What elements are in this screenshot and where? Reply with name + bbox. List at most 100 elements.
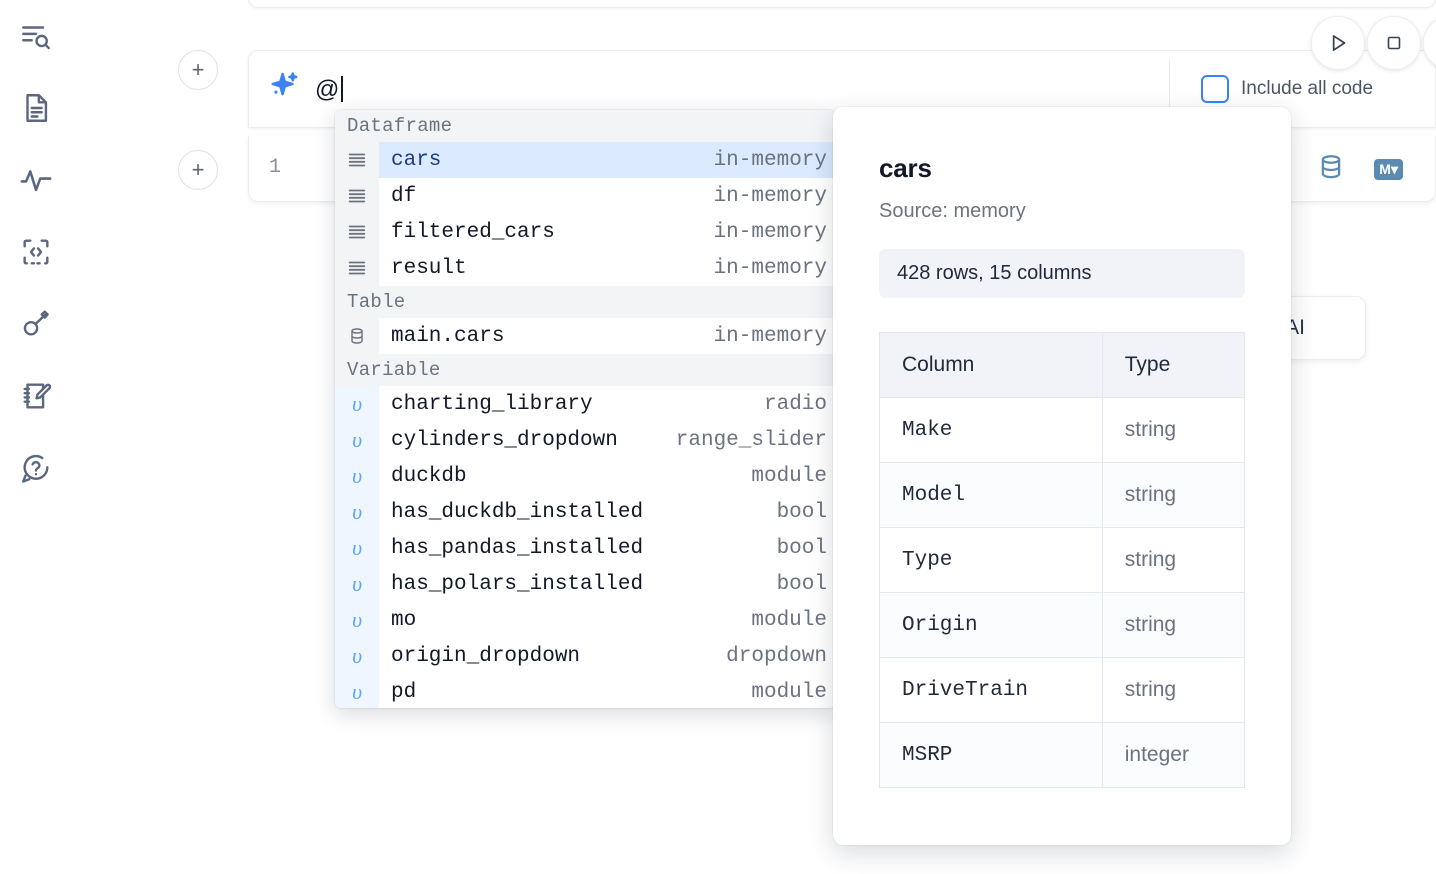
include-all-code-label: Include all code [1241,78,1374,99]
variable-icon: υ [335,566,379,602]
autocomplete-item-name: pd [391,680,417,704]
column-name-cell: Model [879,462,1103,528]
variable-icon: υ [335,602,379,638]
column-type-cell: string [1101,657,1246,723]
column-type-cell: string [1101,527,1246,593]
dataframe-rows-icon [335,142,379,178]
scratchpad-edit-icon[interactable] [14,374,58,418]
autocomplete-item-meta: in-memory [713,220,827,244]
autocomplete-item[interactable]: cars in-memory [335,142,835,178]
autocomplete-item[interactable]: υ has_pandas_installed bool [335,530,835,566]
autocomplete-item[interactable]: υ charting_library radio [335,386,835,422]
column-name-cell: Origin [879,592,1103,658]
autocomplete-item-name: cars [391,148,442,172]
autocomplete-item-name: duckdb [391,464,467,488]
autocomplete-group-header: Dataframe [335,110,835,142]
autocomplete-item-meta: dropdown [726,644,827,668]
ai-prompt-input[interactable]: @ [315,51,1435,129]
markdown-icon[interactable]: M▾ [1374,159,1403,180]
autocomplete-item-meta: in-memory [713,184,827,208]
autocomplete-item-name: charting_library [391,392,593,416]
autocomplete-group-header: Table [335,286,835,318]
autocomplete-item-name: mo [391,608,417,632]
column-type-cell: string [1101,397,1246,463]
variable-icon: υ [335,458,379,494]
explore-search-icon[interactable] [14,14,58,58]
autocomplete-item-meta: module [751,608,827,632]
autocomplete-item-name: df [391,184,417,208]
line-number: 1 [269,156,282,179]
code-snippet-icon[interactable] [14,230,58,274]
column-type-cell: string [1101,592,1246,658]
stop-square-icon [1387,36,1401,50]
card-title: cars [879,153,932,183]
autocomplete-item-name: cylinders_dropdown [391,428,618,452]
autocomplete-item-name: has_pandas_installed [391,536,644,560]
variable-icon: υ [335,494,379,530]
autocomplete-item-meta: range_slider [675,428,827,452]
column-type-cell: integer [1101,722,1246,788]
card-source: Source: memory [879,200,1026,222]
column-name-cell: Type [879,527,1103,593]
run-button[interactable] [1311,16,1365,70]
activity-pulse-icon[interactable] [14,158,58,202]
file-document-icon[interactable] [14,86,58,130]
autocomplete-item-meta: in-memory [713,256,827,280]
autocomplete-item-meta: bool [776,536,827,560]
ai-prompt-value: @ [315,76,340,103]
cell-above-partial [248,0,1436,8]
variable-icon: υ [335,674,379,708]
database-icon [335,318,379,354]
include-all-code-toggle[interactable]: Include all code [1201,75,1373,103]
autocomplete-item-meta: in-memory [713,148,827,172]
autocomplete-item-name: main.cars [391,324,505,348]
variable-icon: υ [335,386,379,422]
column-type-cell: string [1101,462,1246,528]
autocomplete-item-meta: module [751,464,827,488]
help-chat-icon[interactable] [14,446,58,490]
stop-button[interactable] [1367,16,1421,70]
table-header-cell: Column [879,332,1103,398]
autocomplete-item-name: origin_dropdown [391,644,581,668]
autocomplete-item-meta: bool [776,572,827,596]
autocomplete-item-name: has_polars_installed [391,572,644,596]
card-stats-badge: 428 rows, 15 columns [879,249,1245,298]
key-secrets-icon[interactable] [14,302,58,346]
column-name-cell: Make [879,397,1103,463]
plus-icon: + [191,57,205,82]
variable-icon: υ [335,530,379,566]
add-cell-button-bottom[interactable]: + [178,150,218,190]
play-icon [1332,35,1346,51]
autocomplete-item[interactable]: υ has_polars_installed bool [335,566,835,602]
autocomplete-item[interactable]: df in-memory [335,178,835,214]
table-header-cell: Type [1101,332,1246,398]
dataframe-rows-icon [335,250,379,286]
autocomplete-item-name: has_duckdb_installed [391,500,644,524]
autocomplete-item-meta: radio [763,392,827,416]
database-icon[interactable] [1316,152,1346,187]
checkbox-icon[interactable] [1201,75,1229,103]
autocomplete-group-header: Variable [335,354,835,386]
column-name-cell: DriveTrain [879,657,1103,723]
sparkle-ai-icon [267,69,301,103]
add-cell-button-top[interactable]: + [178,50,218,90]
